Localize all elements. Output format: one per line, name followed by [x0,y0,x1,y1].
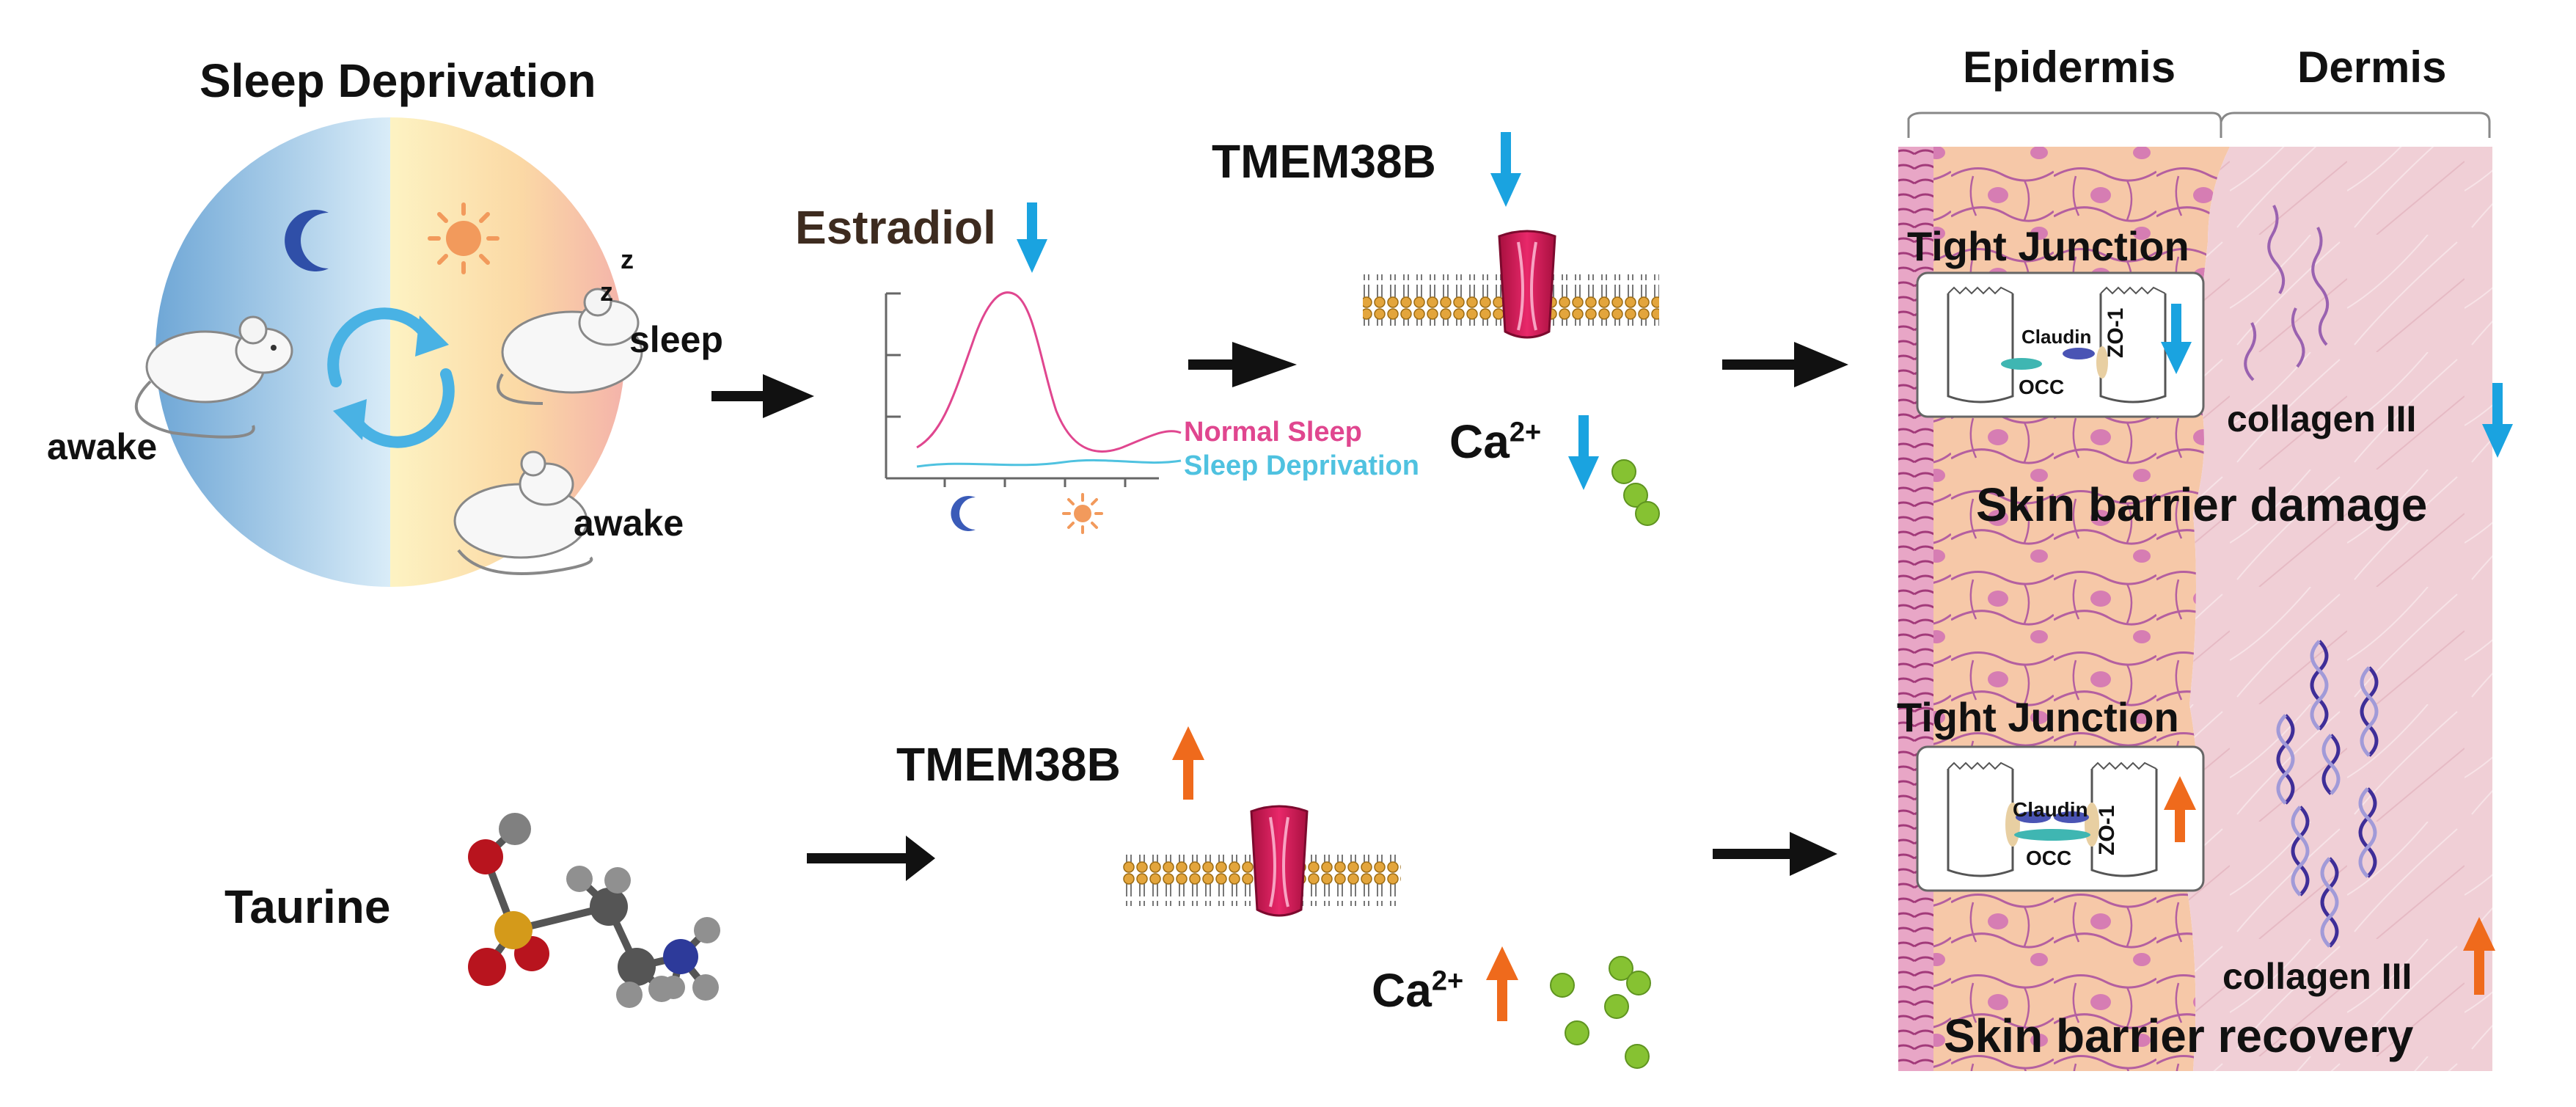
tmem-bottom-up-arrow-icon [1172,726,1204,800]
mouse-awake-left-icon [134,315,293,439]
tight-junction-bottom-title: Tight Junction [1897,694,2179,740]
calcium-dots-top-icon [1611,459,1660,526]
ca-top-down-arrow-icon [1568,415,1599,490]
zz-small-label: z [600,277,613,307]
arrow-5-icon [1713,832,1837,876]
normal-sleep-curve [916,291,1182,453]
sun-icon [428,202,500,274]
cycle-arrows-icon [327,307,455,448]
healthy-collagen-icon [2276,640,2379,948]
occ-top-label: OCC [2019,376,2065,398]
chart-moon-icon [951,496,976,531]
epidermis-bracket [1907,112,2222,138]
epidermis-header: Epidermis [1963,43,2176,92]
outcome-damage-label: Skin barrier damage [1976,478,2428,531]
estradiol-down-arrow-icon [1017,202,1047,273]
tmem-bottom-label: TMEM38B [896,738,1121,791]
arrow-1-icon [711,374,814,418]
sleep-deprivation-title: Sleep Deprivation [200,54,596,107]
collagen-bottom-label: collagen III [2222,956,2412,997]
claudin-top-label: Claudin [2021,326,2092,348]
sleep-label: sleep [629,319,723,360]
zz-big-label: z [621,244,634,274]
taurine-atoms-icon [468,813,720,1008]
estradiol-label: Estradiol [795,201,996,254]
tj-top-down-arrow-icon [2161,304,2192,374]
awake-left-label: awake [47,426,158,467]
tight-junction-box-top [1916,271,2205,418]
ca-bottom-up-arrow-icon [1486,946,1518,1021]
zo1-bottom-label: ZO-1 [2095,805,2119,855]
awake-right-label: awake [574,503,684,544]
legend-sleep-deprivation: Sleep Deprivation [1184,450,1419,481]
dermis-header: Dermis [2297,43,2447,92]
mouse-sleep-icon [497,288,643,405]
dermis-bracket [2220,112,2491,138]
collagen-top-label: collagen III [2227,398,2417,439]
occ-bottom-label: OCC [2026,847,2072,869]
moon-icon [285,210,329,271]
damaged-collagen-icon [2244,205,2330,381]
collagen-bottom-up-arrow-icon [2463,917,2495,995]
tmem-top-label: TMEM38B [1212,135,1436,188]
tight-junction-top-title: Tight Junction [1907,223,2189,269]
tight-junction-box-bottom [1916,745,2205,892]
arrow-3-icon [1722,342,1848,387]
membrane-channel-bottom-icon [1122,805,1401,917]
outcome-recovery-label: Skin barrier recovery [1944,1009,2414,1062]
claudin-bottom-label: Claudin [2013,798,2088,821]
taurine-label: Taurine [224,880,391,933]
zo1-top-label: ZO-1 [2104,307,2128,358]
legend-normal-sleep: Normal Sleep [1184,417,1362,447]
arrow-4-icon [807,836,935,881]
arrow-2-icon [1188,342,1297,387]
collagen-top-down-arrow-icon [2482,383,2513,458]
calcium-dots-bottom-icon [1550,956,1651,1069]
tmem-top-down-arrow-icon [1490,132,1521,207]
mouse-awake-right-icon [453,450,593,575]
ca-top-label: Ca2+ [1449,415,1542,468]
sleep-deprivation-curve [916,458,1182,468]
membrane-channel-top-icon [1363,230,1659,339]
ca-bottom-label: Ca2+ [1372,964,1464,1017]
chart-sun-icon [1062,493,1103,534]
estradiol-chart [885,291,1182,534]
tj-bottom-up-arrow-icon [2164,776,2196,842]
